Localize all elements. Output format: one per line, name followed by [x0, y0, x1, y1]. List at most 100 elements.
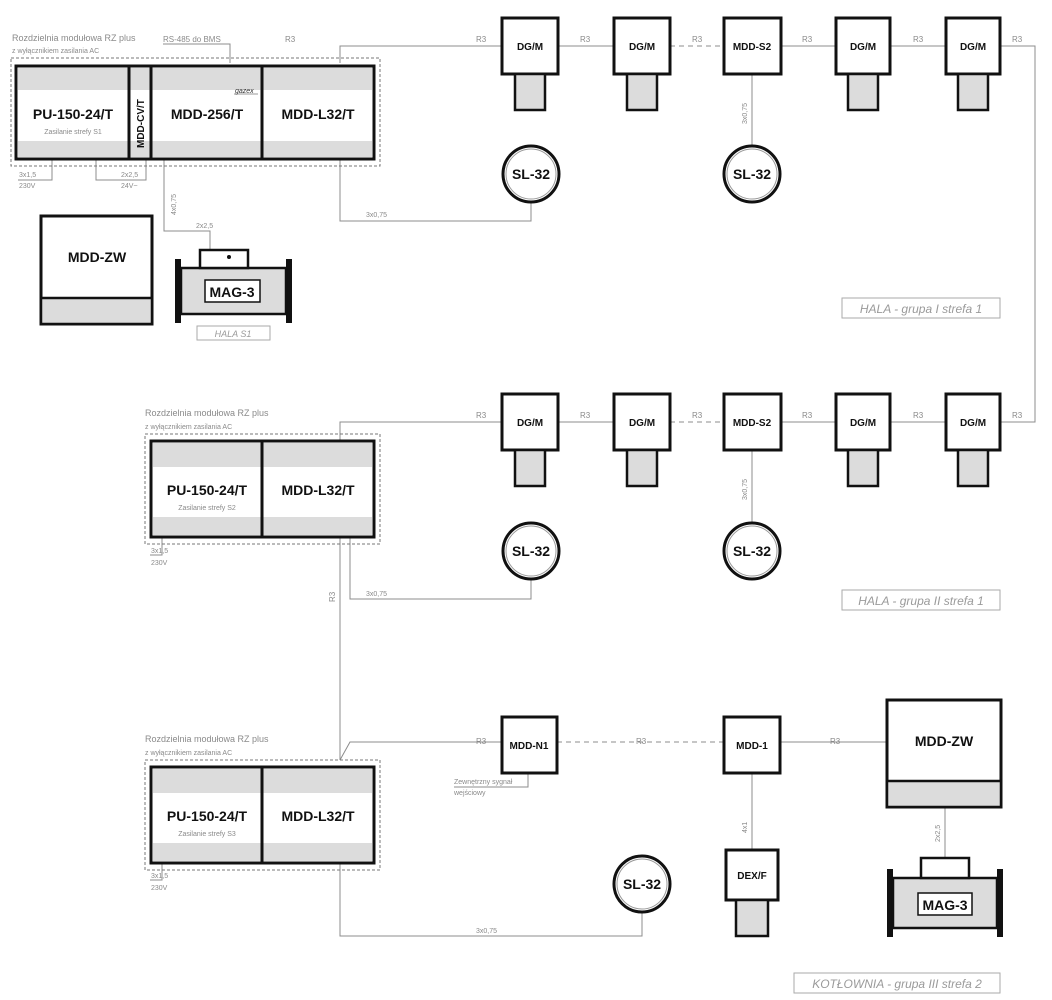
- mdd-s2-module: MDD-S2: [722, 392, 783, 452]
- sl32-label: SL-32: [623, 876, 661, 892]
- mdd-zw-2: MDD-ZW: [885, 698, 1003, 809]
- module-l32-label: MDD-L32/T: [281, 808, 355, 824]
- zone-label-2: HALA - grupa II strefa 1: [841, 589, 1001, 611]
- zone-title: HALA - grupa II strefa 1: [858, 594, 984, 608]
- dgm-sensor: [625, 448, 659, 488]
- label-p2-power-cable: 3x1,5: [151, 548, 168, 555]
- dgm-body: [612, 392, 672, 452]
- dgm-label: DG/M: [629, 418, 655, 429]
- zone-label-3: KOTŁOWNIA - grupa III strefa 2: [793, 972, 1001, 994]
- p3-power: [150, 862, 163, 881]
- sl32-body: [501, 521, 561, 581]
- panel-rz-2: Rozdzielnia modułowa RZ plus z wyłącznik…: [144, 408, 381, 545]
- sl32-body: [722, 144, 782, 204]
- dgm-sensor: [625, 72, 659, 112]
- label-r3-vertical: R3: [328, 591, 337, 602]
- label-r3: R3: [1012, 35, 1023, 44]
- dexf-sensor: [734, 898, 770, 938]
- sl32-body: [612, 854, 672, 914]
- zone-title: HALA - grupa I strefa 1: [860, 302, 982, 316]
- dgm-label: DG/M: [517, 418, 543, 429]
- label-bms: RS-485 do BMS: [163, 35, 221, 44]
- label-ext-signal-1: Zewnętrzny sygnał: [454, 779, 513, 786]
- dgm-detector: DG/M: [500, 16, 560, 112]
- valve-flange-right: [286, 259, 292, 323]
- cv-to-valve: [163, 160, 211, 250]
- wires: [18, 43, 1036, 937]
- dexf-label: DEX/F: [737, 871, 766, 882]
- panel-enclosure: [10, 57, 381, 167]
- valve-head: [919, 856, 971, 880]
- label-p2-power-voltage: 230V: [151, 560, 168, 567]
- label-r3: R3: [1012, 411, 1023, 420]
- sl32-body: [722, 521, 782, 581]
- valve-label-box: [917, 892, 973, 916]
- module-pu-sub: Zasilanie strefy S2: [178, 505, 236, 512]
- sl32-signaller: SL-32: [722, 521, 782, 581]
- mdd-n1-label: MDD-N1: [510, 741, 549, 752]
- label-2x25-row3: 2x2,5: [935, 825, 942, 842]
- mdd-n1-body: [500, 715, 559, 775]
- label-4x1: 4x1: [742, 822, 749, 833]
- mdd-s2-body: [722, 16, 783, 76]
- panel-title: Rozdzielnia modułowa RZ plus: [145, 408, 269, 418]
- dgm-detector: DG/M: [500, 392, 560, 488]
- module-pu-label: PU-150-24/T: [167, 808, 248, 824]
- label-3x075-row2: 3x0,75: [366, 591, 387, 598]
- dgm-sensor: [513, 72, 547, 112]
- dgm-label: DG/M: [517, 42, 543, 53]
- dgm-detector: DG/M: [834, 16, 892, 112]
- dgm-detector: DG/M: [834, 392, 892, 488]
- label-r3: R3: [802, 35, 813, 44]
- dgm-detector: DG/M: [612, 392, 672, 488]
- panel-title: Rozdzielnia modułowa RZ plus: [12, 33, 136, 43]
- module-pu-label: PU-150-24/T: [167, 482, 248, 498]
- mdd-zw-label: MDD-ZW: [915, 733, 974, 749]
- p1-24v: [95, 160, 147, 181]
- mag3-label: MAG-3: [922, 897, 967, 913]
- zone-label-1: HALA - grupa I strefa 1: [841, 297, 1001, 319]
- mag3-valve-1: MAG-3 HALA S1: [175, 248, 292, 341]
- module-pu-sub: Zasilanie strefy S1: [44, 129, 102, 136]
- mdd-s2-label: MDD-S2: [733, 418, 772, 429]
- dgm-label: DG/M: [629, 42, 655, 53]
- valve-flange-left: [887, 869, 893, 937]
- module-cv-label: MDD-CV/T: [136, 99, 147, 148]
- bus-link-row1-row2: [1000, 45, 1036, 423]
- module-l32-label: MDD-L32/T: [281, 482, 355, 498]
- label-r3: R3: [692, 35, 703, 44]
- label-p3-power-cable: 3x1,5: [151, 873, 168, 880]
- panel-rz-1: Rozdzielnia modułowa RZ plus z wyłącznik…: [10, 33, 381, 167]
- mag3-valve-2: MAG-3: [887, 856, 1003, 937]
- label-r3: R3: [580, 411, 591, 420]
- label-r3: R3: [802, 411, 813, 420]
- dgm-detector: DG/M: [944, 16, 1002, 112]
- mdd-zw-base: [39, 296, 154, 326]
- label-ext-signal-2: wejściowy: [453, 790, 486, 797]
- module-256-label: MDD-256/T: [171, 106, 244, 122]
- module-rail-bottom: [18, 141, 372, 157]
- sl32-signaller: SL-32: [501, 521, 561, 581]
- gazex-logo: gazex: [235, 88, 254, 95]
- sl32-ring: [726, 148, 778, 200]
- sl32-signaller: SL-32: [612, 854, 672, 914]
- dgm-sensor: [846, 72, 880, 112]
- label-r3: R3: [636, 737, 647, 746]
- label-p3-power-voltage: 230V: [151, 885, 168, 892]
- label-p1-power-cable: 3x1,5: [19, 172, 36, 179]
- mdd-s2-body: [722, 392, 783, 452]
- label-3x075-row1: 3x0,75: [366, 212, 387, 219]
- sl32-ring: [505, 525, 557, 577]
- dgm-sensor: [846, 448, 880, 488]
- dexf-body: [724, 848, 780, 902]
- dgm-sensor: [956, 72, 990, 112]
- zone-box: [841, 589, 1001, 611]
- mdd-zw-label: MDD-ZW: [68, 249, 127, 265]
- sl32-ring: [726, 525, 778, 577]
- dgm-label: DG/M: [960, 42, 986, 53]
- sl32-label: SL-32: [733, 543, 771, 559]
- sl32-label: SL-32: [733, 166, 771, 182]
- module-pu-label: PU-150-24/T: [33, 106, 114, 122]
- label-r3: R3: [580, 35, 591, 44]
- bus-row1-a: [339, 45, 502, 63]
